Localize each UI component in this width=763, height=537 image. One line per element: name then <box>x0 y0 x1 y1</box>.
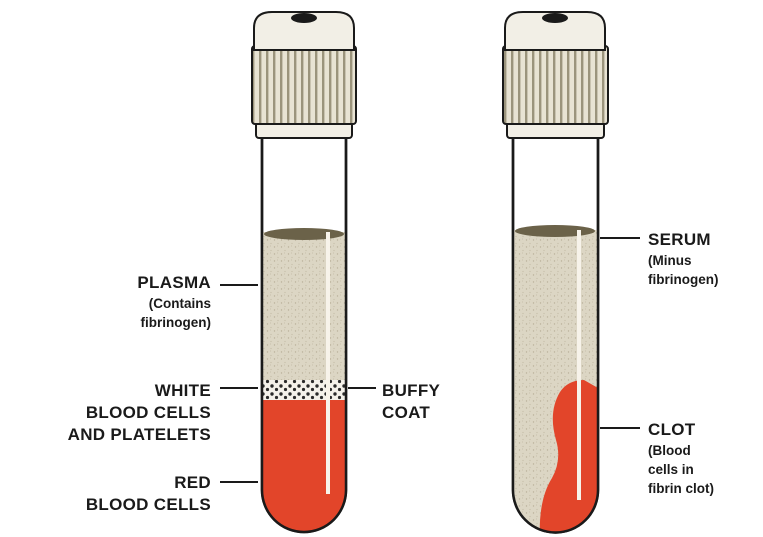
buffy-coat-line1: BUFFY <box>382 380 440 402</box>
left-tube-highlight <box>326 232 330 494</box>
right-tube <box>503 12 608 537</box>
serum-note-line1: (Minus <box>648 251 719 270</box>
white-cells-line1: WHITE <box>68 380 211 402</box>
plasma-title: PLASMA <box>137 272 211 294</box>
plasma-label: PLASMA (Contains fibrinogen) <box>137 272 211 332</box>
serum-title: SERUM <box>648 229 719 251</box>
white-cells-line2: BLOOD CELLS <box>68 402 211 424</box>
serum-meniscus <box>515 225 595 237</box>
white-cells-label: WHITE BLOOD CELLS AND PLATELETS <box>68 380 211 446</box>
plasma-note-line1: (Contains <box>137 294 211 313</box>
clot-note-line1: (Blood <box>648 441 714 460</box>
buffy-coat-line2: COAT <box>382 402 440 424</box>
clot-title: CLOT <box>648 419 714 441</box>
clot-note-line2: cells in <box>648 460 714 479</box>
red-cells-line2: BLOOD CELLS <box>86 494 211 516</box>
serum-note-line2: fibrinogen) <box>648 270 719 289</box>
red-cells-line1: RED <box>86 472 211 494</box>
serum-label: SERUM (Minus fibrinogen) <box>648 229 719 289</box>
buffy-coat-layer <box>262 380 346 402</box>
plasma-meniscus <box>264 228 344 240</box>
left-tube <box>252 12 356 537</box>
plasma-layer <box>262 232 346 382</box>
right-tube-highlight <box>577 230 581 500</box>
right-tube-cap <box>503 12 608 138</box>
red-cells-layer <box>262 400 346 537</box>
clot-note-line3: fibrin clot) <box>648 479 714 498</box>
left-tube-cap <box>252 12 356 138</box>
buffy-coat-label: BUFFY COAT <box>382 380 440 424</box>
clot-label: CLOT (Blood cells in fibrin clot) <box>648 419 714 498</box>
plasma-note-line2: fibrinogen) <box>137 313 211 332</box>
white-cells-line3: AND PLATELETS <box>68 424 211 446</box>
red-cells-label: RED BLOOD CELLS <box>86 472 211 516</box>
